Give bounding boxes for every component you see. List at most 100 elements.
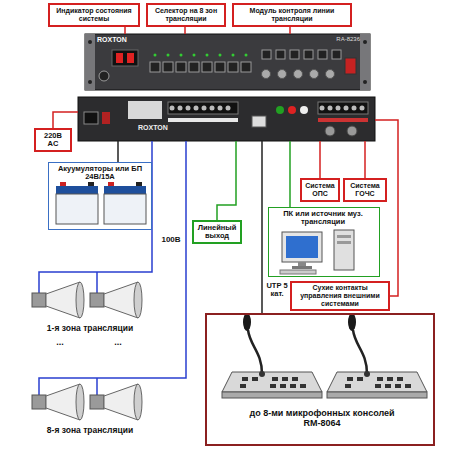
rear-panel-art (78, 97, 375, 141)
front-panel-art-part (85, 34, 370, 90)
power-callout: 220В AC (34, 128, 72, 152)
horn-speaker-part (76, 384, 84, 420)
mic-console-art-part (395, 384, 401, 388)
horn-speaker-part (90, 395, 104, 409)
pc-art-part (292, 266, 312, 269)
connector (184, 27, 186, 34)
node-text: ПК или источник муз. трансляции (271, 210, 375, 227)
mic-console-art-part (327, 372, 427, 392)
rear-panel-art-part (84, 112, 98, 124)
pc-group: ПК или источник муз. трансляции (268, 207, 380, 277)
mic-console-art-part (252, 377, 258, 381)
node-text: RA-8236 (310, 36, 360, 43)
voltage-label: 100В (157, 236, 185, 245)
rear-panel-art-part (318, 118, 368, 122)
battery-art-part (56, 194, 98, 224)
rear-panel-art-part (226, 106, 231, 111)
front-panel-art-part (206, 54, 209, 57)
rear-panel-art-part (300, 106, 308, 114)
front-panel-art-part (304, 50, 313, 59)
rear-panel-art-part (344, 106, 349, 111)
rear-panel-art-part (194, 106, 199, 111)
horn-speaker-part (46, 384, 80, 420)
rear-panel-art-part (328, 106, 333, 111)
rear-panel-art-part (170, 106, 175, 111)
node-text: Селектор на 8 зон трансляции (150, 7, 222, 22)
front-panel-art-part (163, 62, 173, 72)
connector (124, 27, 126, 34)
rear-panel-art-part (186, 106, 191, 111)
node-text: Сухие контакты управления внешними систе… (294, 284, 386, 307)
connector (217, 141, 236, 220)
connector (261, 141, 263, 313)
node-text: Система ГОЧС (347, 182, 383, 197)
rear-panel-art-part (218, 106, 223, 111)
front-panel-art-part (318, 50, 327, 59)
front-panel-art-part (363, 80, 367, 84)
front-panel-art-part (215, 62, 225, 72)
node-text: до 8-ми микрофонных консолей RM-8064 (247, 409, 397, 429)
rear-panel-art-part (352, 106, 357, 111)
node-text: ROXTON (97, 36, 157, 44)
system-box: Система ОПС (300, 178, 340, 202)
connector (53, 112, 78, 128)
node-text: Индикатор состояния системы (52, 7, 136, 22)
horn-speaker-part (32, 293, 46, 307)
pc-art-part (337, 235, 351, 238)
horn-speaker-part (134, 384, 142, 420)
front-panel-art-part (202, 62, 212, 72)
front-panel: ROXTON RA-8236 (85, 34, 370, 90)
rear-panel-art-part (347, 126, 357, 136)
mic-console-art (222, 313, 427, 398)
front-panel-art-part (180, 54, 183, 57)
ellipsis-mark: ... (108, 338, 128, 348)
rear-panel-art-part (168, 118, 238, 122)
mic-console-art-part (259, 371, 265, 377)
rear-panel-art-part (168, 102, 238, 114)
front-panel-art-part (360, 34, 370, 90)
node-text: 220В AC (38, 132, 68, 149)
horn-speaker-part (104, 384, 138, 420)
node-text: ROXTON (138, 124, 198, 132)
front-panel-art-part (262, 50, 271, 59)
horn-speaker-part (134, 282, 142, 318)
mic-console-art-part (385, 384, 391, 388)
front-panel-art-part (116, 53, 123, 63)
front-panel-art-part (290, 50, 299, 59)
mic-console-art-part (405, 384, 411, 388)
mic-console-group: до 8-ми микрофонных консолей RM-8064 (205, 313, 435, 446)
horn-speaker-part (76, 282, 84, 318)
mic-console-art-part (290, 384, 296, 388)
front-panel-art-part (310, 70, 319, 79)
rear-panel-art-part (325, 126, 335, 136)
callout-box: Селектор на 8 зон трансляции (146, 3, 226, 27)
front-panel-art-part (241, 62, 251, 72)
front-panel-art-part (219, 54, 222, 57)
mic-console-art-part (327, 392, 427, 398)
rear-panel-art-part (202, 106, 207, 111)
mic-console-art-part (282, 377, 288, 381)
mic-console-art-part (364, 371, 370, 377)
mic-console-art-part (272, 377, 278, 381)
mic-console-art-part (353, 330, 367, 374)
node-text: Система ОПС (304, 182, 336, 197)
front-panel-art-part (276, 50, 285, 59)
horn-speaker (32, 282, 142, 420)
pc-art-part (282, 232, 322, 262)
battery-group: Акуумуляторы или БП 24В/15А (48, 162, 152, 230)
pc-art-part (334, 230, 354, 270)
connector (117, 141, 119, 162)
rear-panel: ROXTON (78, 97, 375, 141)
node-text: Модуль контроля линии трансляции (236, 7, 348, 22)
connector (375, 120, 398, 296)
speaker-wire-part (96, 378, 98, 395)
mic-console-art-part (280, 384, 286, 388)
front-panel-art-part (245, 54, 248, 57)
rear-panel-art-part (252, 116, 266, 127)
rear-panel-art-part (102, 112, 110, 124)
mic-console-art-part (347, 377, 353, 381)
callout-box: Индикатор состояния системы (48, 3, 140, 27)
connector (364, 141, 366, 178)
battery-art (56, 182, 146, 224)
front-panel-art-part (232, 54, 235, 57)
